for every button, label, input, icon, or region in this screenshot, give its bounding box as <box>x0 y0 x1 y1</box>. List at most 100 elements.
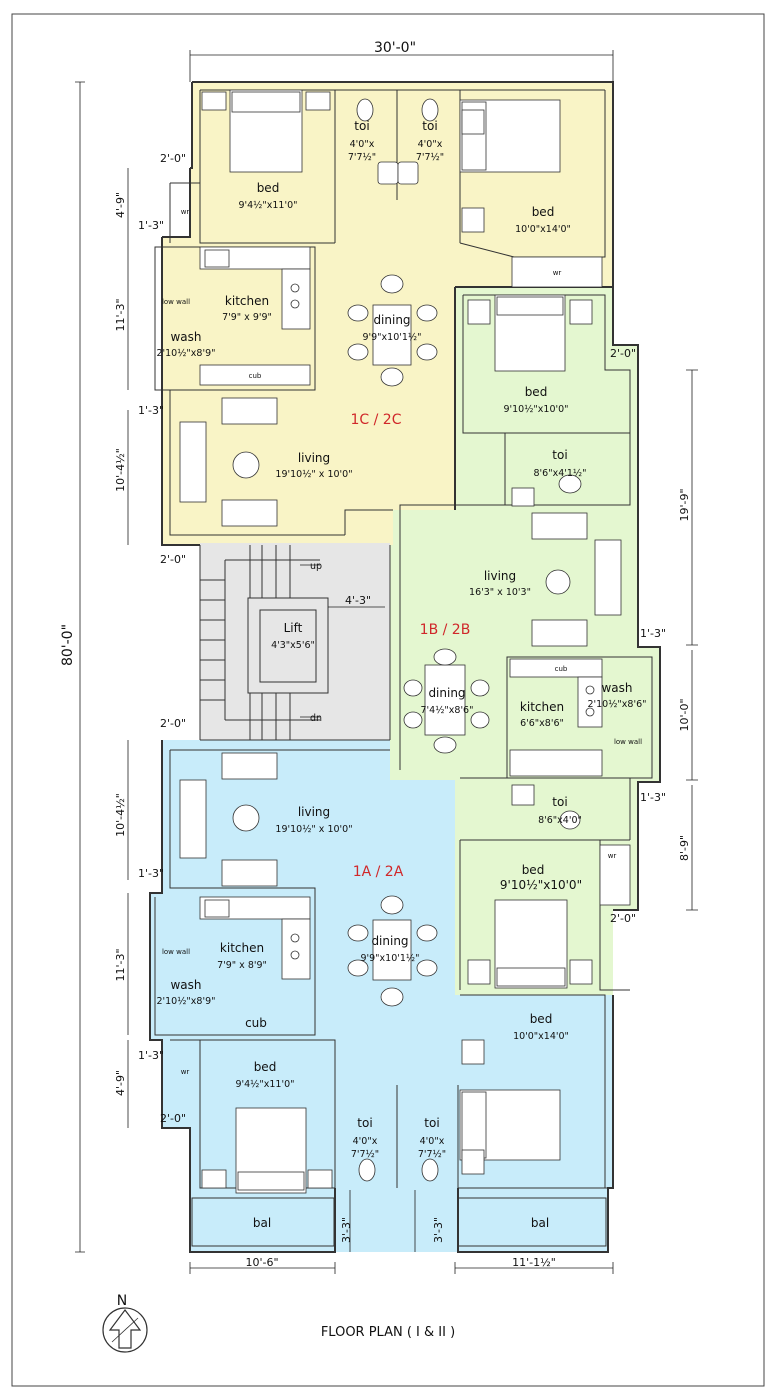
unit-a-wash-name: wash <box>170 978 201 992</box>
dim-11-3-b: 11'-3" <box>114 948 127 981</box>
lift-size: 4'3"x5'6" <box>271 640 315 651</box>
unit-b-low-wall: low wall <box>614 738 642 746</box>
unit-b-kitchen-name: kitchen <box>520 700 564 714</box>
unit-a-kitchen-name: kitchen <box>220 941 264 955</box>
unit-a-bal2: bal <box>531 1216 549 1230</box>
unit-c-toi2-size2: 7'7½" <box>416 152 444 163</box>
unit-c-toi2-size1: 4'0"x <box>418 139 443 150</box>
unit-a-toi1-size2: 7'7½" <box>351 1149 379 1160</box>
stair-dn: dn <box>310 713 322 724</box>
dim-1-3-a: 1'-3" <box>138 219 164 232</box>
fixtures <box>179 89 631 1194</box>
unit-c-dining-name: dining <box>373 313 410 327</box>
dim-height: 80'-0" <box>60 624 76 666</box>
unit-b-bed1-name: bed <box>525 385 548 399</box>
dim-2-0-e: 2'-0" <box>610 912 636 925</box>
lift-name: Lift <box>284 621 303 635</box>
dim-right-upper: 19'-9" <box>678 488 691 521</box>
dim-10-4-a: 10'-4½" <box>114 448 127 492</box>
dim-1-3-c: 1'-3" <box>138 867 164 880</box>
unit-a-toi1-size1: 4'0"x <box>353 1136 378 1147</box>
unit-c-bed2-name: bed <box>532 205 555 219</box>
unit-b-wr: wr <box>608 852 617 860</box>
unit-c-wr1: wr <box>181 208 190 216</box>
dimension-lines <box>75 50 698 1274</box>
unit-b-toi2-size: 8'6"x4'0" <box>538 815 582 826</box>
unit-a-toi2-size2: 7'7½" <box>418 1149 446 1160</box>
unit-a-bed2-size: 10'0"x14'0" <box>513 1031 569 1042</box>
dim-bottom-left: 10'-6" <box>245 1256 278 1269</box>
unit-b-label: 1B / 2B <box>420 622 471 638</box>
unit-a-living-name: living <box>298 805 330 819</box>
unit-a-wash-size: 2'10½"x8'9" <box>156 996 215 1007</box>
dim-4-9-a: 4'-9" <box>114 192 127 218</box>
unit-c-wr2: wr <box>553 269 562 277</box>
unit-b-toi1-size: 8'6"x4'1½" <box>534 468 587 479</box>
unit-c-wash-name: wash <box>170 330 201 344</box>
unit-b-bed2-name: bed <box>522 863 545 877</box>
unit-c-toi2-name: toi <box>422 119 437 133</box>
dim-3-3-b: 3'-3" <box>432 1217 445 1243</box>
core-zone <box>200 543 390 740</box>
unit-c-cub: cub <box>249 372 262 380</box>
unit-a-toi2-size1: 4'0"x <box>420 1136 445 1147</box>
north-label: N <box>117 1293 127 1309</box>
unit-c-living-name: living <box>298 451 330 465</box>
unit-a-bed1-name: bed <box>254 1060 277 1074</box>
unit-a-toi2-name: toi <box>424 1116 439 1130</box>
unit-a-cub: cub <box>245 1016 267 1030</box>
north-arrow <box>102 1307 148 1353</box>
dim-right-middle: 10'-0" <box>678 698 691 731</box>
dim-1-3-b: 1'-3" <box>138 404 164 417</box>
dim-4-9-b: 4'-9" <box>114 1070 127 1096</box>
unit-c-wash-size: 2'10½"x8'9" <box>156 348 215 359</box>
unit-c-living-size: 19'10½" x 10'0" <box>275 469 352 480</box>
unit-a-label: 1A / 2A <box>353 864 404 880</box>
dim-1-3-e: 1'-3" <box>640 627 666 640</box>
dim-2-0-f: 2'-0" <box>160 1112 186 1125</box>
dim-bottom-right: 11'-1½" <box>512 1256 556 1269</box>
dim-10-4-b: 10'-4½" <box>114 793 127 837</box>
stair-up: up <box>310 561 322 572</box>
unit-a-dining-size: 9'9"x10'1½" <box>360 953 419 964</box>
unit-c-toi1-size2: 7'7½" <box>348 152 376 163</box>
unit-b-wash-name: wash <box>601 681 632 695</box>
plan-title: FLOOR PLAN ( I & II ) <box>321 1325 455 1340</box>
unit-a-kitchen-size: 7'9" x 8'9" <box>217 960 267 971</box>
unit-c-kitchen-name: kitchen <box>225 294 269 308</box>
dim-2-0-b: 2'-0" <box>610 347 636 360</box>
unit-a-wr: wr <box>181 1068 190 1076</box>
unit-b-living-size: 16'3" x 10'3" <box>469 587 531 598</box>
unit-c-low-wall: low wall <box>162 298 190 306</box>
unit-b-toi2-name: toi <box>552 795 567 809</box>
unit-b-living-name: living <box>484 569 516 583</box>
unit-a-toi1-name: toi <box>357 1116 372 1130</box>
dim-lift-gap: 4'-3" <box>345 594 371 607</box>
unit-a-bal1: bal <box>253 1216 271 1230</box>
unit-c-toi1-name: toi <box>354 119 369 133</box>
dim-1-3-d: 1'-3" <box>138 1049 164 1062</box>
unit-c-kitchen-size: 7'9" x 9'9" <box>222 312 272 323</box>
unit-a-living-size: 19'10½" x 10'0" <box>275 824 352 835</box>
dim-2-0-c: 2'-0" <box>160 553 186 566</box>
unit-a-bed2-name: bed <box>530 1012 553 1026</box>
unit-c-bed2-size: 10'0"x14'0" <box>515 224 571 235</box>
dim-2-0-a: 2'-0" <box>160 152 186 165</box>
unit-b-kitchen-size: 6'6"x8'6" <box>520 718 564 729</box>
unit-b-dining-name: dining <box>428 686 465 700</box>
unit-c-label: 1C / 2C <box>351 412 402 428</box>
dim-3-3-a: 3'-3" <box>340 1217 353 1243</box>
unit-b-toi1-name: toi <box>552 448 567 462</box>
dim-1-3-f: 1'-3" <box>640 791 666 804</box>
unit-c-dining-size: 9'9"x10'1½" <box>362 332 421 343</box>
unit-a-low-wall: low wall <box>162 948 190 956</box>
unit-a-bed1-size: 9'4½"x11'0" <box>235 1079 294 1090</box>
dim-top: 30'-0" <box>374 40 416 56</box>
page-border <box>11 13 765 1387</box>
dim-right-lower: 8'-9" <box>678 835 691 861</box>
unit-b-wash-size: 2'10½"x8'6" <box>587 699 646 710</box>
unit-b-bed2-size: 9'10½"x10'0" <box>500 878 582 892</box>
unit-b-bed1-size: 9'10½"x10'0" <box>503 404 568 415</box>
unit-c-bed1-size: 9'4½"x11'0" <box>238 200 297 211</box>
